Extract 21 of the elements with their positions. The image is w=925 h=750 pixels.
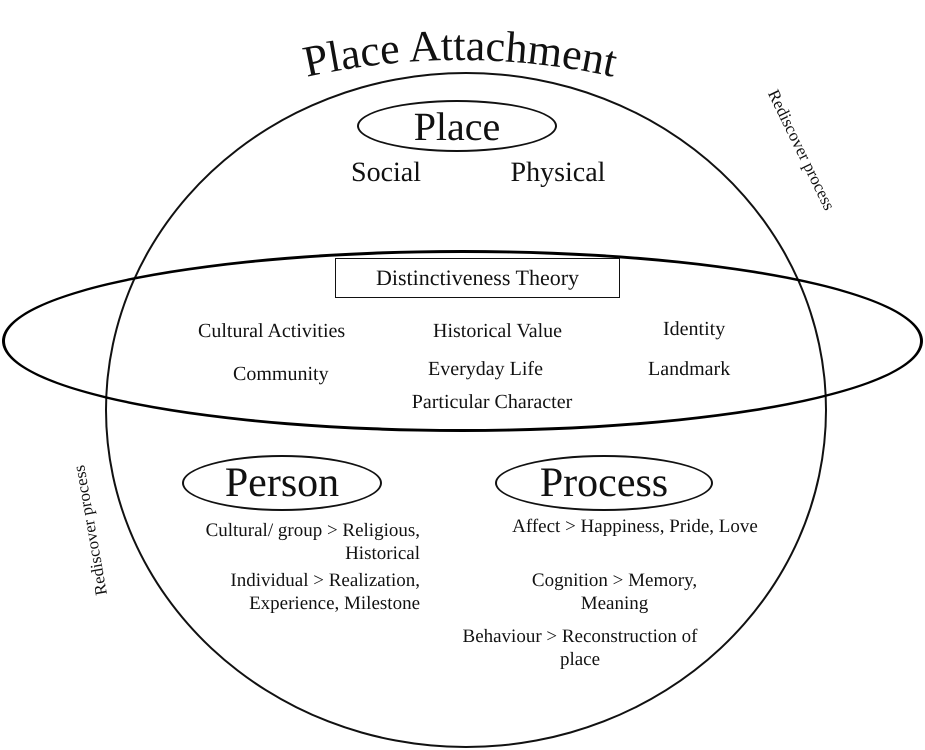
text-label: Cultural/ group > Religious, Historical <box>204 520 420 566</box>
text-label: Individual > Realization, Experience, Milestone <box>229 570 420 616</box>
oval-label: Process <box>495 455 713 511</box>
wide-ellipse <box>2 250 923 432</box>
side-note: Rediscover process <box>69 464 112 597</box>
title-box: Distinctiveness Theory <box>335 258 620 298</box>
ring-term: Identity <box>663 317 726 341</box>
ring-term: Landmark <box>648 357 730 381</box>
text-label: Cognition > Memory, Meaning <box>530 570 698 616</box>
ring-term: Community <box>233 362 329 386</box>
text-label: Particular Character <box>410 390 574 414</box>
ring-term: Cultural Activities <box>198 319 346 343</box>
title: Place Attachment <box>298 20 622 87</box>
oval-label: Person <box>182 455 382 511</box>
ring-term: Everyday Life <box>428 357 543 381</box>
text-label: Behaviour > Reconstruction of place <box>462 626 698 672</box>
text-label: Social <box>350 156 422 190</box>
ring-term: Historical Value <box>433 319 562 343</box>
text-label: Affect > Happiness, Pride, Love <box>511 516 759 539</box>
oval-label: Place <box>357 100 557 152</box>
text-label: Physical <box>510 156 606 190</box>
